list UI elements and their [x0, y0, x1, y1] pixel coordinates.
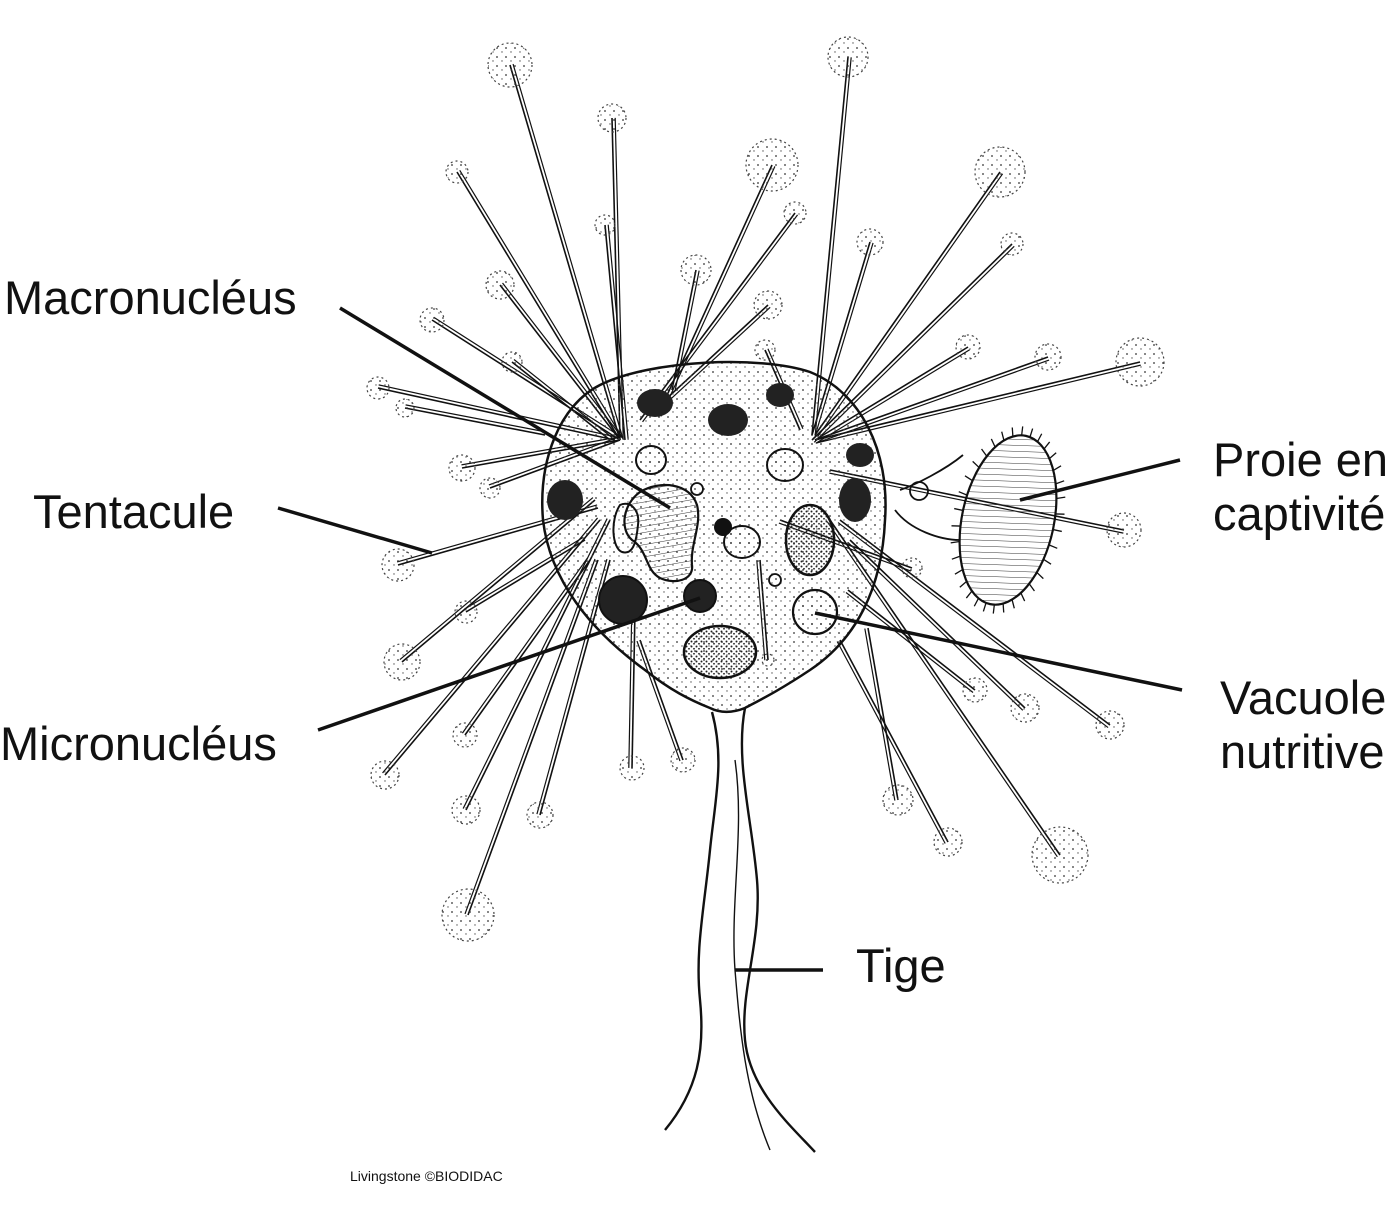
stalk: [665, 708, 815, 1152]
label-prey-line1: Proie en: [1213, 434, 1388, 486]
stalk-left-edge: [665, 712, 718, 1130]
tentacle-knob: [396, 399, 414, 417]
food-vacuole-shape: [637, 389, 673, 417]
tentacle-line: [868, 628, 898, 800]
tentacle-knob: [883, 785, 913, 815]
tentacle-knob: [1096, 711, 1124, 739]
label-vacuole-line2: nutritive: [1220, 726, 1385, 778]
tentacle-knob: [367, 377, 389, 399]
tentacle-knob: [452, 796, 480, 824]
food-vacuole-shape: [839, 478, 871, 522]
tentacle-knob: [480, 478, 500, 498]
tentacle-knob: [595, 215, 615, 235]
tentacle-knob: [784, 202, 806, 224]
tentacle-knob: [857, 229, 883, 255]
tentacle-knob: [488, 43, 532, 87]
tentacle-knob: [384, 644, 420, 680]
tentacle-knob: [420, 308, 444, 332]
tentacle-knob: [455, 601, 477, 623]
prey-body: [945, 426, 1071, 613]
tentacle-knob: [1116, 338, 1164, 386]
label-tentacle: Tentacule: [33, 486, 234, 538]
tentacle-knob: [446, 161, 468, 183]
tentacle-knob: [1035, 344, 1061, 370]
dark-granule: [714, 518, 732, 536]
tentacle-knob: [934, 828, 962, 856]
tentacle-knob: [671, 748, 695, 772]
vacuole-leader: [815, 613, 1182, 690]
tentacle-knob: [681, 255, 711, 285]
tentacle-knob: [1001, 233, 1023, 255]
credit-text: Livingstone ©BIODIDAC: [350, 1168, 503, 1184]
tentacle-knob: [502, 352, 522, 372]
stalk-right-edge: [742, 708, 815, 1152]
tentacle-knob: [754, 291, 782, 319]
tentacle-knob: [755, 340, 775, 360]
vacuole-shape: [767, 449, 803, 481]
tentacle-knob: [1011, 694, 1039, 722]
nutritive-vacuole-shape: [793, 590, 837, 634]
food-vacuole-shape: [786, 505, 834, 575]
tentacle-knob: [1032, 827, 1088, 883]
label-micronucleus: Micronucléus: [0, 718, 277, 770]
tentacle-knob: [442, 889, 494, 941]
tentacle-knob: [486, 271, 514, 299]
tentacle-knob: [902, 558, 922, 578]
tentacle-knob: [598, 104, 626, 132]
tentacle-knob: [746, 139, 798, 191]
food-vacuole-shape: [547, 480, 583, 520]
tentacle-knob: [963, 678, 987, 702]
tentacle-knob: [620, 756, 644, 780]
micronucleus-shape: [684, 580, 716, 612]
label-stalk: Tige: [856, 940, 946, 992]
tentacle-knob: [453, 723, 477, 747]
tentacle-knob: [975, 147, 1025, 197]
vacuole-shape: [636, 446, 666, 474]
tentacle-knob: [382, 549, 414, 581]
tentacle-knob: [449, 455, 475, 481]
tentacle-knob: [527, 802, 553, 828]
food-vacuole-shape: [708, 404, 748, 436]
tentacle-knob: [828, 37, 868, 77]
tentacle-knob: [371, 761, 399, 789]
food-vacuole-shape: [684, 626, 756, 678]
label-prey-line2: captivité: [1213, 488, 1385, 540]
tentacle-knob: [956, 335, 980, 359]
tentacle-line: [468, 560, 598, 915]
tentacle-knob: [1107, 513, 1141, 547]
food-vacuole-shape: [599, 576, 647, 624]
label-vacuole-line1: Vacuole: [1220, 672, 1386, 724]
food-vacuole-shape: [846, 443, 874, 467]
food-vacuole-shape: [766, 383, 794, 407]
tentacle-leader: [278, 508, 432, 553]
label-macronucleus: Macronucléus: [4, 272, 297, 324]
